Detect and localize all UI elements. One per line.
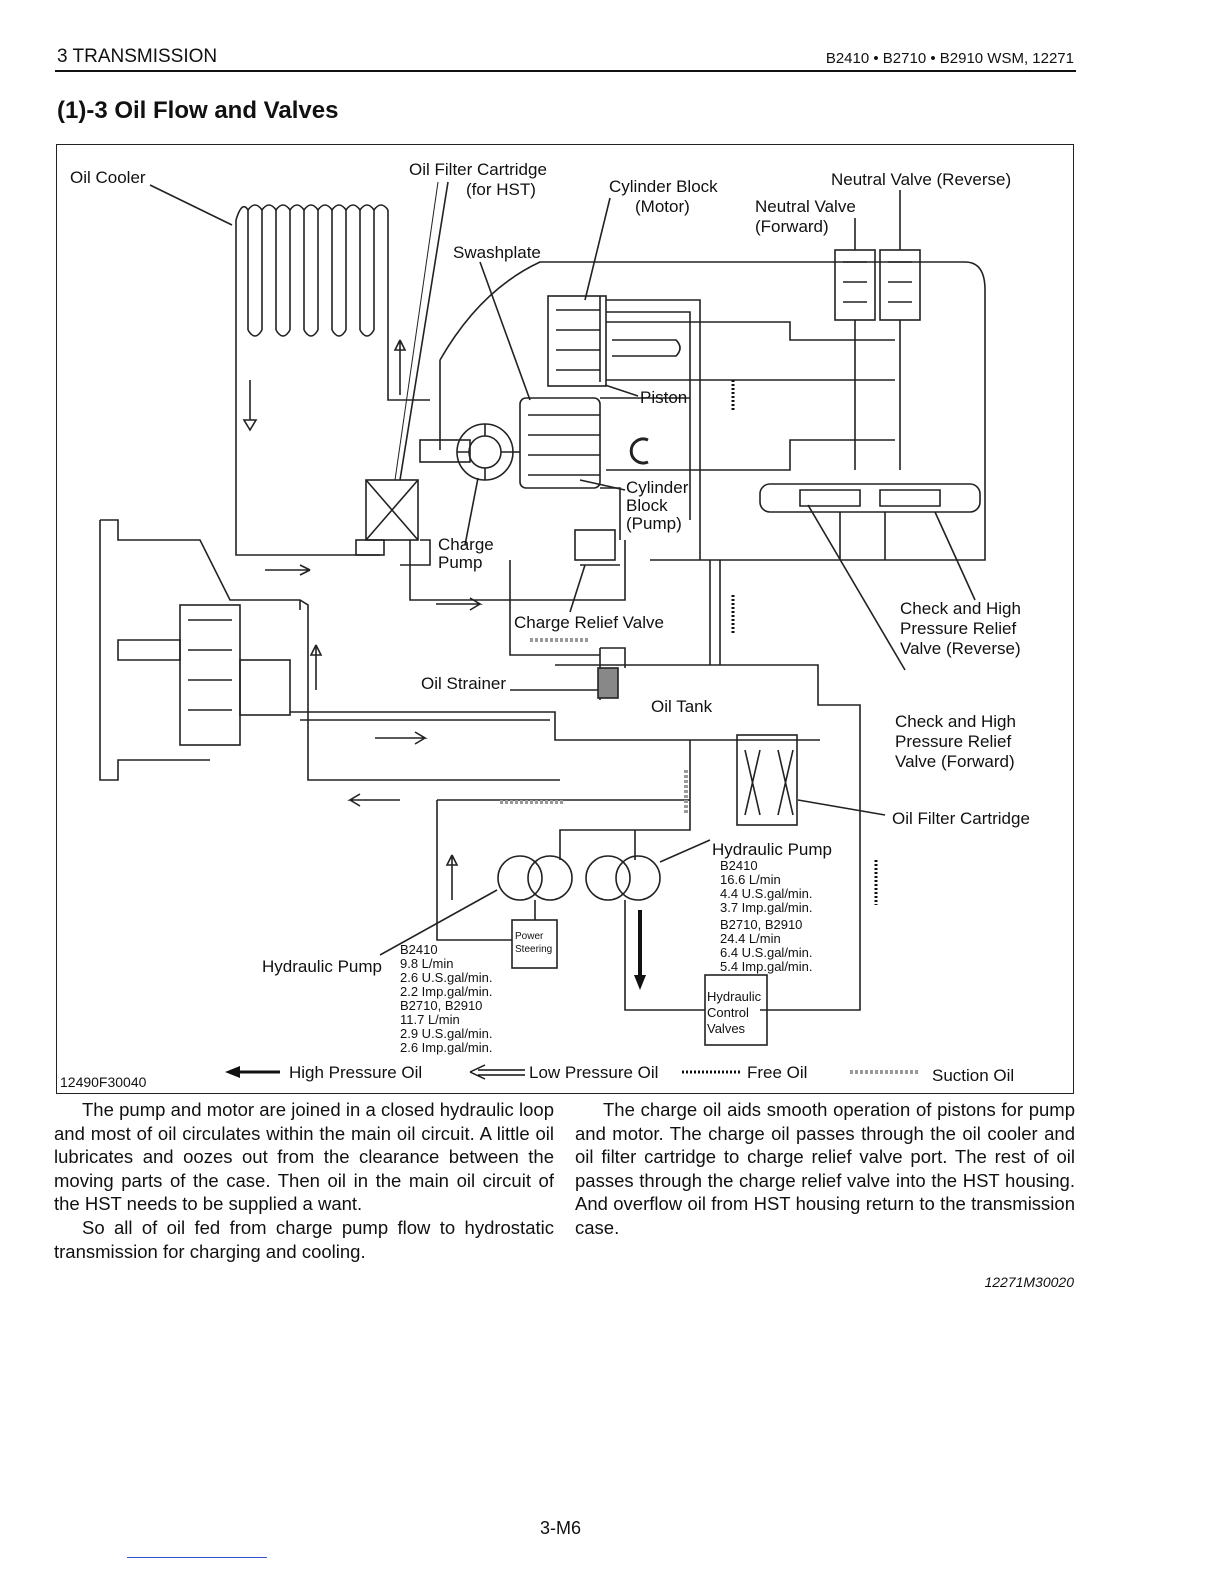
spec-right-b-impgal: 5.4 Imp.gal/min. [720, 959, 813, 974]
spec-left-b-impgal: 2.6 Imp.gal/min. [400, 1040, 493, 1055]
manual-reference: B2410 • B2710 • B2910 WSM, 12271 [825, 50, 1074, 67]
spec-right-model-a: B2410 [720, 858, 758, 873]
page-number: 3-M6 [540, 1518, 582, 1538]
spec-right-a-usgal: 4.4 U.S.gal/min. [720, 886, 813, 901]
label-swashplate: Swashplate [453, 243, 541, 262]
label-hcv-2: Control [707, 1005, 749, 1020]
label-piston: Piston [640, 388, 688, 407]
spec-left-b-usgal: 2.9 U.S.gal/min. [400, 1026, 493, 1041]
label-hydraulic-pump-right: Hydraulic Pump [712, 840, 832, 859]
label-check-forward-3: Valve (Forward) [895, 752, 1015, 771]
oil-cooler-coil [235, 204, 430, 556]
label-charge-pump-2: Pump [438, 553, 483, 572]
spec-right-model-b: B2710, B2910 [720, 917, 803, 932]
label-neutral-valve-forward-1: Neutral Valve [755, 197, 856, 216]
spec-right-b-lpm: 24.4 L/min [720, 931, 781, 946]
spec-right-b-usgal: 6.4 U.S.gal/min. [720, 945, 813, 960]
label-cylinder-block-motor-2: (Motor) [635, 197, 690, 216]
document-code: 12271M30020 [984, 1274, 1074, 1290]
label-oil-strainer: Oil Strainer [421, 674, 507, 693]
legend-low-pressure: Low Pressure Oil [529, 1063, 659, 1082]
section-title: (1)-3 Oil Flow and Valves [57, 97, 339, 124]
label-neutral-valve-reverse: Neutral Valve (Reverse) [831, 170, 1012, 189]
spec-left-model-a: B2410 [400, 942, 438, 957]
label-check-forward-1: Check and High [895, 712, 1016, 731]
label-check-forward-2: Pressure Relief [895, 732, 1012, 751]
label-hydraulic-pump-left: Hydraulic Pump [262, 957, 382, 976]
body-right-column: The charge oil aids smooth operation of … [575, 1098, 1075, 1240]
figure-id: 12490F30040 [60, 1074, 147, 1090]
label-cylinder-block-pump-2: Block [626, 496, 668, 515]
oil-flow-diagram [99, 181, 986, 1080]
spec-left-model-b: B2710, B2910 [400, 998, 483, 1013]
label-oil-filter-hst-1: Oil Filter Cartridge [409, 160, 547, 179]
label-cylinder-block-pump-1: Cylinder [626, 478, 689, 497]
legend-high-pressure: High Pressure Oil [289, 1063, 423, 1082]
body-paragraph-3: The charge oil aids smooth operation of … [575, 1099, 1075, 1238]
label-check-reverse-1: Check and High [900, 599, 1021, 618]
label-oil-cooler: Oil Cooler [70, 168, 146, 187]
label-cylinder-block-motor-1: Cylinder Block [609, 177, 718, 196]
label-hcv-1: Hydraulic [707, 989, 762, 1004]
label-check-reverse-3: Valve (Reverse) [900, 639, 1021, 658]
spec-right-a-lpm: 16.6 L/min [720, 872, 781, 887]
spec-left-a-usgal: 2.6 U.S.gal/min. [400, 970, 493, 985]
label-oil-filter-cartridge: Oil Filter Cartridge [892, 809, 1030, 828]
body-paragraph-2: So all of oil fed from charge pump flow … [54, 1216, 554, 1262]
spec-left-b-lpm: 11.7 L/min [400, 1012, 460, 1027]
label-charge-pump-1: Charge [438, 535, 494, 554]
section-header: 3 TRANSMISSION [57, 46, 218, 67]
oil-flow-figure [56, 144, 1074, 1094]
label-neutral-valve-forward-2: (Forward) [755, 217, 829, 236]
label-cylinder-block-pump-3: (Pump) [626, 514, 682, 533]
label-hcv-3: Valves [707, 1021, 746, 1036]
legend-free-oil: Free Oil [747, 1063, 808, 1082]
body-left-column: The pump and motor are joined in a close… [54, 1098, 554, 1263]
label-check-reverse-2: Pressure Relief [900, 619, 1017, 638]
footer-link-underline [127, 1557, 267, 1558]
body-paragraph-1: The pump and motor are joined in a close… [54, 1099, 554, 1215]
label-oil-tank: Oil Tank [651, 697, 713, 716]
header-rule [55, 70, 1076, 72]
legend-suction-oil: Suction Oil [932, 1066, 1015, 1085]
label-charge-relief-valve: Charge Relief Valve [514, 613, 664, 632]
legend-symbols [225, 1064, 918, 1080]
spec-right-a-impgal: 3.7 Imp.gal/min. [720, 900, 813, 915]
spec-left-a-lpm: 9.8 L/min [400, 956, 454, 971]
label-oil-filter-hst-2: (for HST) [466, 180, 536, 199]
label-power-steering-2: Steering [515, 944, 553, 955]
spec-left-a-impgal: 2.2 Imp.gal/min. [400, 984, 493, 999]
label-power-steering-1: Power [515, 931, 544, 942]
